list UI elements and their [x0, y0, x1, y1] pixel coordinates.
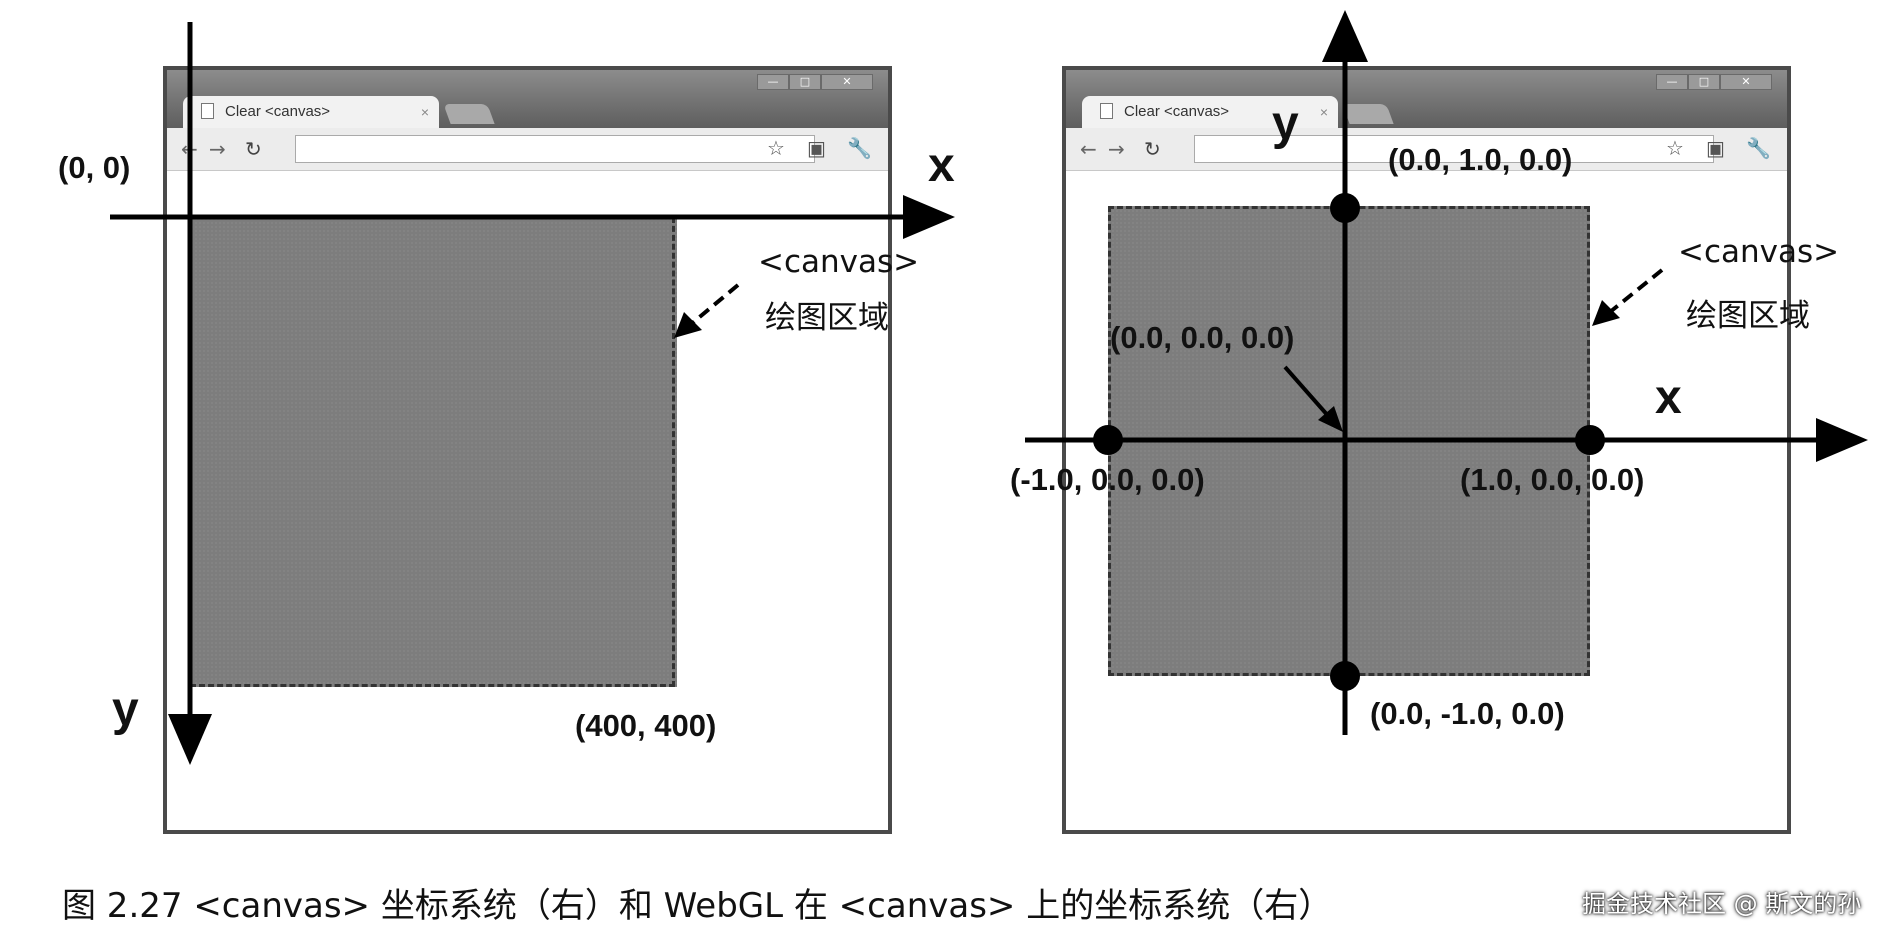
extension-icon[interactable]: ▣: [1706, 136, 1725, 160]
page-icon: [1100, 103, 1113, 119]
wrench-icon[interactable]: 🔧: [1746, 136, 1771, 160]
left-y-axis-label: y: [112, 683, 139, 736]
right-title-bar: Clear <canvas> × — □ ✕: [1066, 70, 1787, 128]
close-icon[interactable]: ×: [420, 104, 429, 120]
left-browser-tab[interactable]: Clear <canvas> ×: [183, 96, 439, 128]
wrench-icon[interactable]: 🔧: [847, 136, 872, 160]
right-browser-tab[interactable]: Clear <canvas> ×: [1082, 96, 1338, 128]
right-tab-title: Clear <canvas>: [1124, 103, 1230, 120]
address-bar[interactable]: [295, 135, 815, 163]
left-tab-title: Clear <canvas>: [225, 103, 331, 120]
left-canvas-note-line2: 绘图区域: [765, 300, 889, 336]
close-window-button[interactable]: ✕: [1720, 74, 1772, 90]
right-x-axis-label: x: [1655, 371, 1682, 424]
right-canvas-note-line2: 绘图区域: [1686, 298, 1810, 334]
left-canvas-dashed-edge: [672, 217, 675, 687]
reload-icon[interactable]: ↻: [1144, 137, 1161, 161]
point-top: [1330, 193, 1360, 223]
page-icon: [201, 103, 214, 119]
extension-icon[interactable]: ▣: [807, 136, 826, 160]
forward-arrow-icon[interactable]: →: [1108, 137, 1125, 161]
left-canvas-area: [190, 217, 677, 687]
star-icon[interactable]: ☆: [1666, 136, 1684, 160]
minimize-button[interactable]: —: [757, 74, 789, 90]
left-toolbar: ← → ↻ ☆ ▣ 🔧: [167, 128, 888, 171]
minimize-button[interactable]: —: [1656, 74, 1688, 90]
maximize-button[interactable]: □: [789, 74, 821, 90]
left-point-label: (-1.0, 0.0, 0.0): [1010, 462, 1205, 497]
left-canvas-note-line1: <canvas>: [758, 244, 920, 280]
left-title-bar: Clear <canvas> × — □ ✕: [167, 70, 888, 128]
corner-label: (400, 400): [575, 708, 717, 743]
right-canvas-note-line1: <canvas>: [1678, 234, 1840, 270]
right-y-axis-label: y: [1272, 97, 1299, 150]
close-window-button[interactable]: ✕: [821, 74, 873, 90]
star-icon[interactable]: ☆: [767, 136, 785, 160]
right-point-label: (1.0, 0.0, 0.0): [1460, 462, 1645, 497]
address-bar[interactable]: [1194, 135, 1714, 163]
left-x-axis-label: x: [928, 139, 955, 192]
right-toolbar: ← → ↻ ☆ ▣ 🔧: [1066, 128, 1787, 171]
bottom-point-label: (0.0, -1.0, 0.0): [1370, 696, 1565, 731]
point-bottom: [1330, 661, 1360, 691]
maximize-button[interactable]: □: [1688, 74, 1720, 90]
reload-icon[interactable]: ↻: [245, 137, 262, 161]
figure-caption: 图 2.27 <canvas> 坐标系统（右）和 WebGL 在 <canvas…: [62, 886, 1333, 926]
point-right: [1575, 425, 1605, 455]
close-icon[interactable]: ×: [1319, 104, 1328, 120]
watermark: 掘金技术社区 @ 斯文的孙: [1582, 890, 1862, 918]
back-arrow-icon[interactable]: ←: [1080, 137, 1097, 161]
point-left: [1093, 425, 1123, 455]
forward-arrow-icon[interactable]: →: [209, 137, 226, 161]
left-canvas-dashed-bottom: [190, 684, 675, 687]
origin-label: (0, 0): [58, 150, 131, 185]
top-point-label: (0.0, 1.0, 0.0): [1388, 142, 1573, 177]
center-point-label: (0.0, 0.0, 0.0): [1110, 320, 1295, 355]
